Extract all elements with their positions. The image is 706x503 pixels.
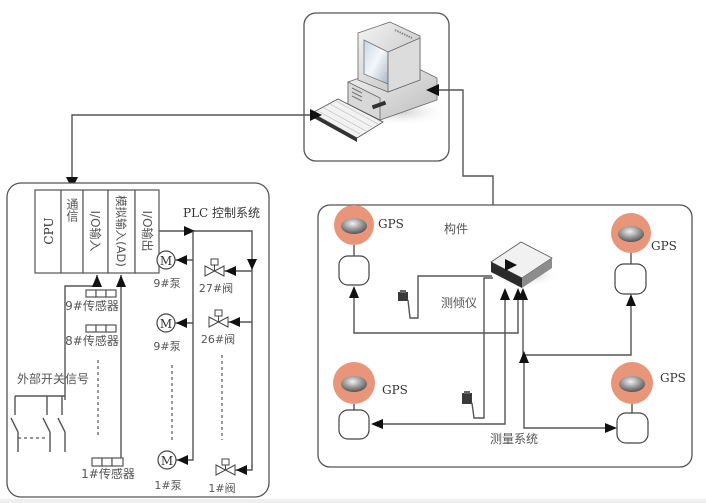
arrow-head [349, 286, 359, 298]
measurement-title: 测量系统 [490, 432, 538, 446]
pump-9-a: M 9#泵 [153, 250, 193, 290]
module-analog-input-label: 模拟输入(AD) [114, 195, 128, 267]
external-switches: 外部开关信号 [10, 371, 89, 452]
valve-label: 26#阀 [201, 332, 235, 346]
gps-label: GPS [382, 383, 408, 397]
computer-panel [303, 12, 450, 162]
sensor-label: 1#传感器 [81, 466, 135, 481]
gps-node-top-right: GPS [611, 213, 677, 295]
arrow-head [184, 226, 195, 236]
inclinometer-label: 测倾仪 [441, 296, 477, 310]
inclinometer-bottom [462, 277, 493, 419]
module-io-output-label: I/O输出 [140, 210, 155, 251]
pump-1: M 1#泵 [154, 438, 194, 492]
arrow-head [505, 259, 517, 271]
computer-plc-link [66, 109, 322, 189]
gps-receiver [614, 263, 647, 295]
wire-gps-top-left [353, 290, 519, 334]
arrow-head [605, 423, 617, 433]
pump-label: 9#泵 [153, 340, 180, 353]
valve-label: 1#阀 [208, 481, 235, 495]
sensor-label: 9#传感器 [65, 298, 119, 313]
gps-node-top-left: GPS [334, 205, 404, 286]
module-comm-label: 通信 [65, 198, 79, 223]
arrow-head [518, 288, 528, 300]
inclinometer-icon [398, 292, 408, 301]
valve-1: 1#阀 [208, 458, 253, 495]
arrow-head [500, 288, 510, 300]
module-io-input-label: I/O输入 [88, 210, 103, 251]
sensor-8: 8#传感器 [65, 324, 119, 348]
valve-label: 27#阀 [199, 281, 233, 295]
arrow-head [371, 419, 383, 429]
motor-symbol: M [160, 254, 172, 268]
arrow-head [519, 351, 529, 363]
arrow-head [626, 294, 636, 306]
arrow-head [116, 275, 126, 287]
gps-antenna-icon [619, 376, 645, 392]
module-analog-input [107, 189, 136, 274]
motor-symbol: M [160, 317, 172, 331]
gps-node-bottom-left: GPS [333, 362, 408, 440]
gps-label: GPS [378, 217, 404, 231]
gps-label: GPS [651, 239, 677, 253]
gps-antenna-icon [341, 218, 367, 234]
pump-label: 1#泵 [154, 479, 181, 492]
bottom-border [0, 499, 706, 503]
module-io-output [134, 189, 160, 274]
component-label: 构件 [444, 221, 468, 236]
sensor-9: 9#传感器 [65, 289, 119, 313]
gps-receiver [338, 255, 370, 286]
module-cpu-label: CPU [42, 217, 56, 244]
valve-bus [159, 230, 253, 467]
wire-gps-bottom-right [523, 360, 607, 429]
plc-panel: PLC 控制系统 CPU 通信 I/O输入 模拟输入(AD) I/O输出 M 9… [6, 182, 270, 498]
valve-26: 26#阀 [201, 309, 252, 346]
arrow-head [92, 275, 102, 287]
gps-antenna-icon [618, 226, 644, 242]
gps-node-bottom-right: GPS [611, 362, 686, 444]
motor-symbol: M [161, 454, 173, 468]
computer-icon [311, 21, 450, 142]
wire-gps-bottom-left [380, 290, 506, 425]
wire-gps-top-right [522, 290, 632, 356]
arrow-head [426, 84, 439, 96]
sensor-label: 8#传感器 [65, 333, 119, 348]
pump-9-b: M 9#泵 [153, 313, 193, 353]
gps-receiver [616, 412, 649, 444]
sensor-1: 1#传感器 [81, 457, 135, 481]
external-switch-label: 外部开关信号 [17, 371, 89, 386]
plc-module-rack: CPU 通信 I/O输入 模拟输入(AD) I/O输出 [34, 189, 160, 274]
arrow-head [310, 109, 322, 121]
arrow-head [247, 259, 257, 270]
inclinometer-top [398, 275, 492, 319]
gps-receiver [338, 409, 370, 440]
valve-27: 27#阀 [199, 258, 252, 295]
gps-label: GPS [660, 371, 686, 385]
gps-antenna-icon [341, 376, 367, 392]
measurement-panel: 构件 测倾仪 测量系统 GPS GPS GPS GPS [317, 204, 693, 468]
module-cpu [34, 189, 62, 274]
pump-label: 9#泵 [153, 277, 180, 290]
inclinometer-icon [462, 393, 472, 404]
plc-title: PLC 控制系统 [183, 206, 260, 220]
